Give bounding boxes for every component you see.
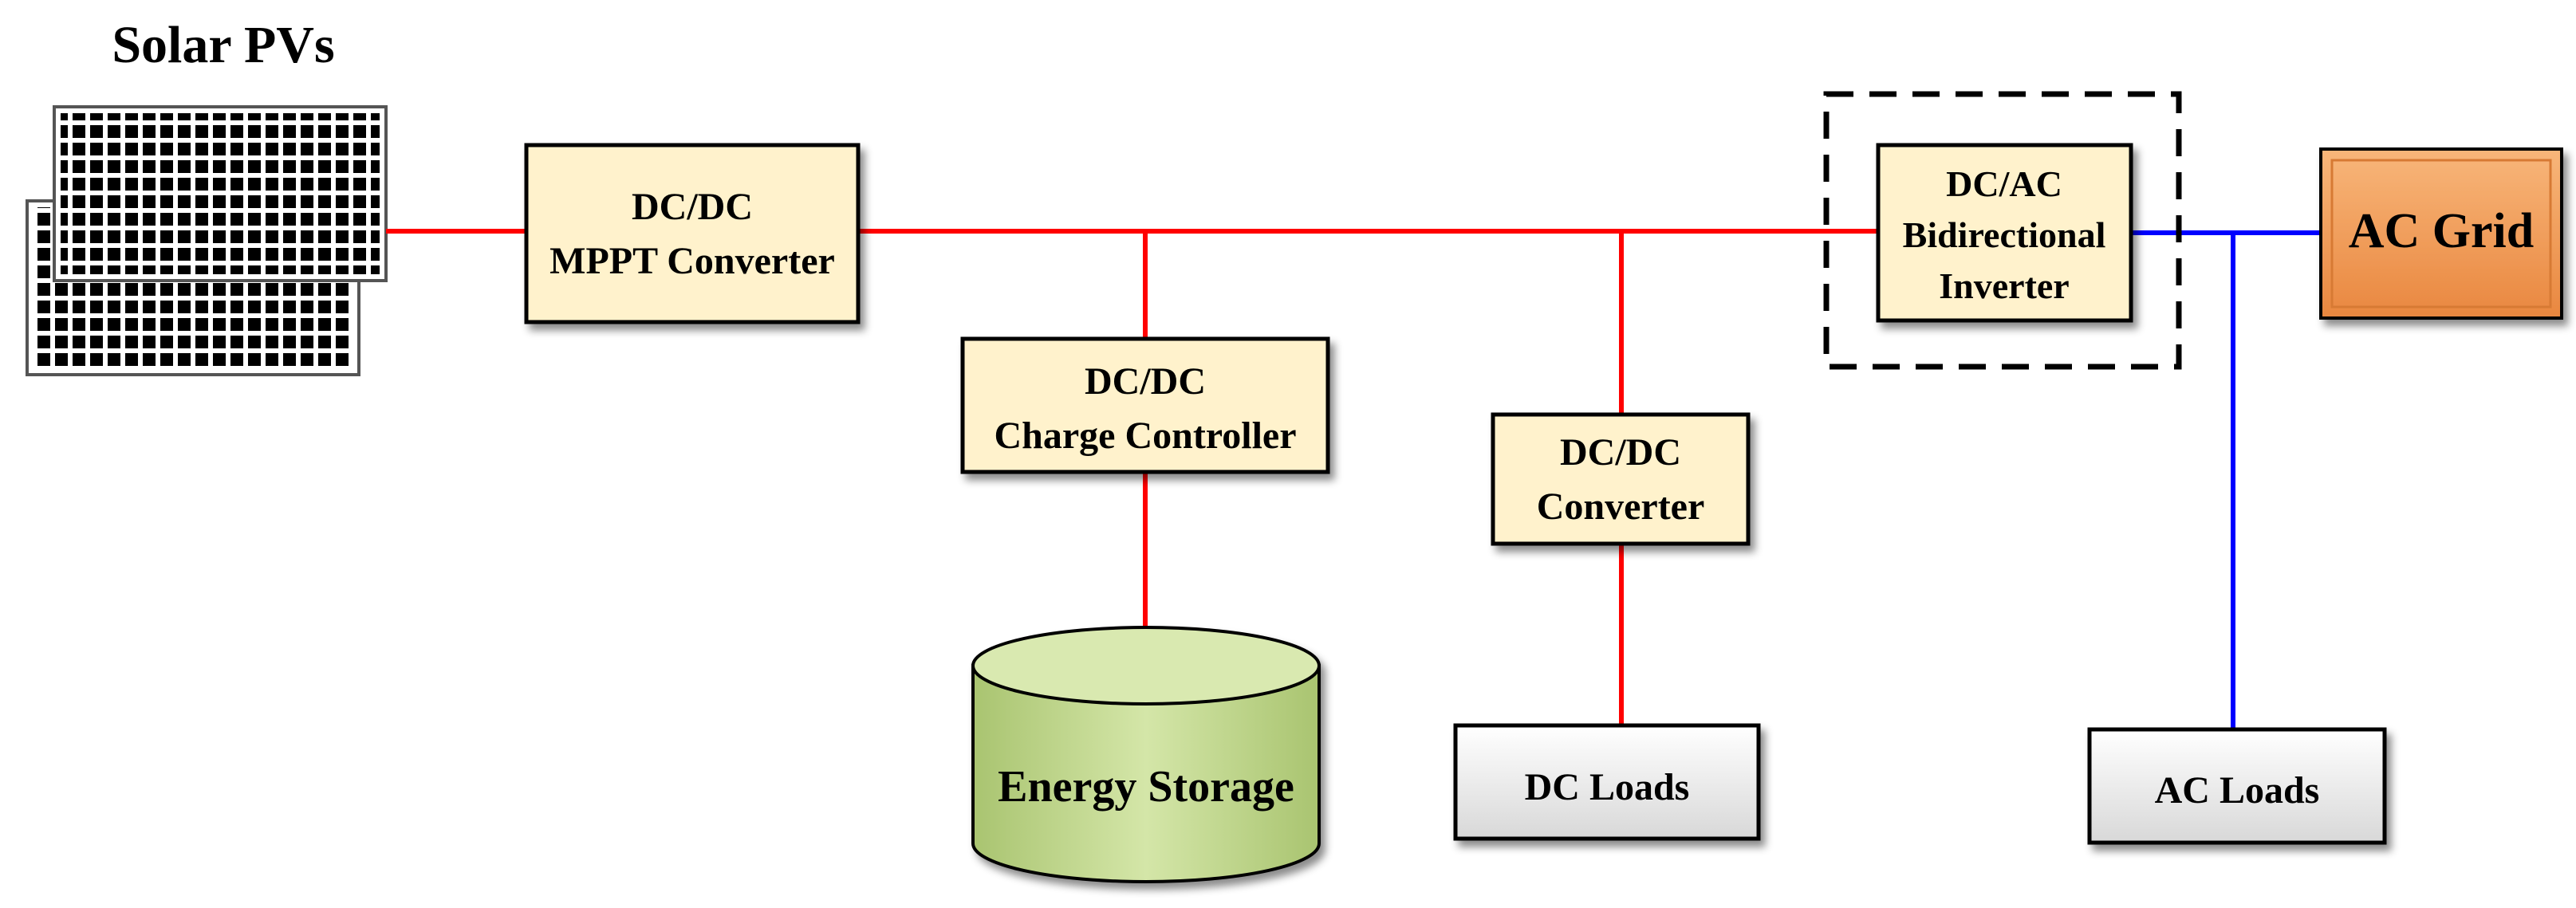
title: Solar PVs [112,16,334,74]
mppt-converter-block: DC/DC MPPT Converter [524,143,861,324]
charge-controller-line2: Charge Controller [994,415,1296,457]
ac-bus [2131,230,2321,729]
dc-bus [386,229,1878,725]
mppt-line2: MPPT Converter [549,240,835,282]
ac-grid-label: AC Grid [2349,204,2535,258]
charge-controller-line1: DC/DC [1085,360,1206,403]
dc-loads-label: DC Loads [1525,766,1690,808]
energy-storage-icon [971,626,1321,883]
inverter-line2: Bidirectional [1903,214,2106,255]
dc-converter-line2: Converter [1537,485,1705,528]
solar-panel-front [53,105,388,282]
dc-converter-line1: DC/DC [1560,431,1681,474]
ac-loads-block: AC Loads [2087,727,2387,845]
charge-controller-block: DC/DC Charge Controller [960,336,1330,474]
mppt-line1: DC/DC [632,186,753,228]
inverter-line3: Inverter [1939,265,2069,306]
bidirectional-inverter-block: DC/AC Bidirectional Inverter [1876,143,2133,323]
energy-storage-label: Energy Storage [998,762,1294,812]
ac-loads-label: AC Loads [2155,769,2320,812]
dc-converter-block: DC/DC Converter [1491,412,1751,546]
ac-grid-block: AC Grid [2319,147,2563,320]
dc-loads-block: DC Loads [1453,723,1761,841]
inverter-line1: DC/AC [1946,163,2062,204]
inverter-dashed-boundary [1823,91,2182,370]
solar-panels-icon [26,105,388,376]
